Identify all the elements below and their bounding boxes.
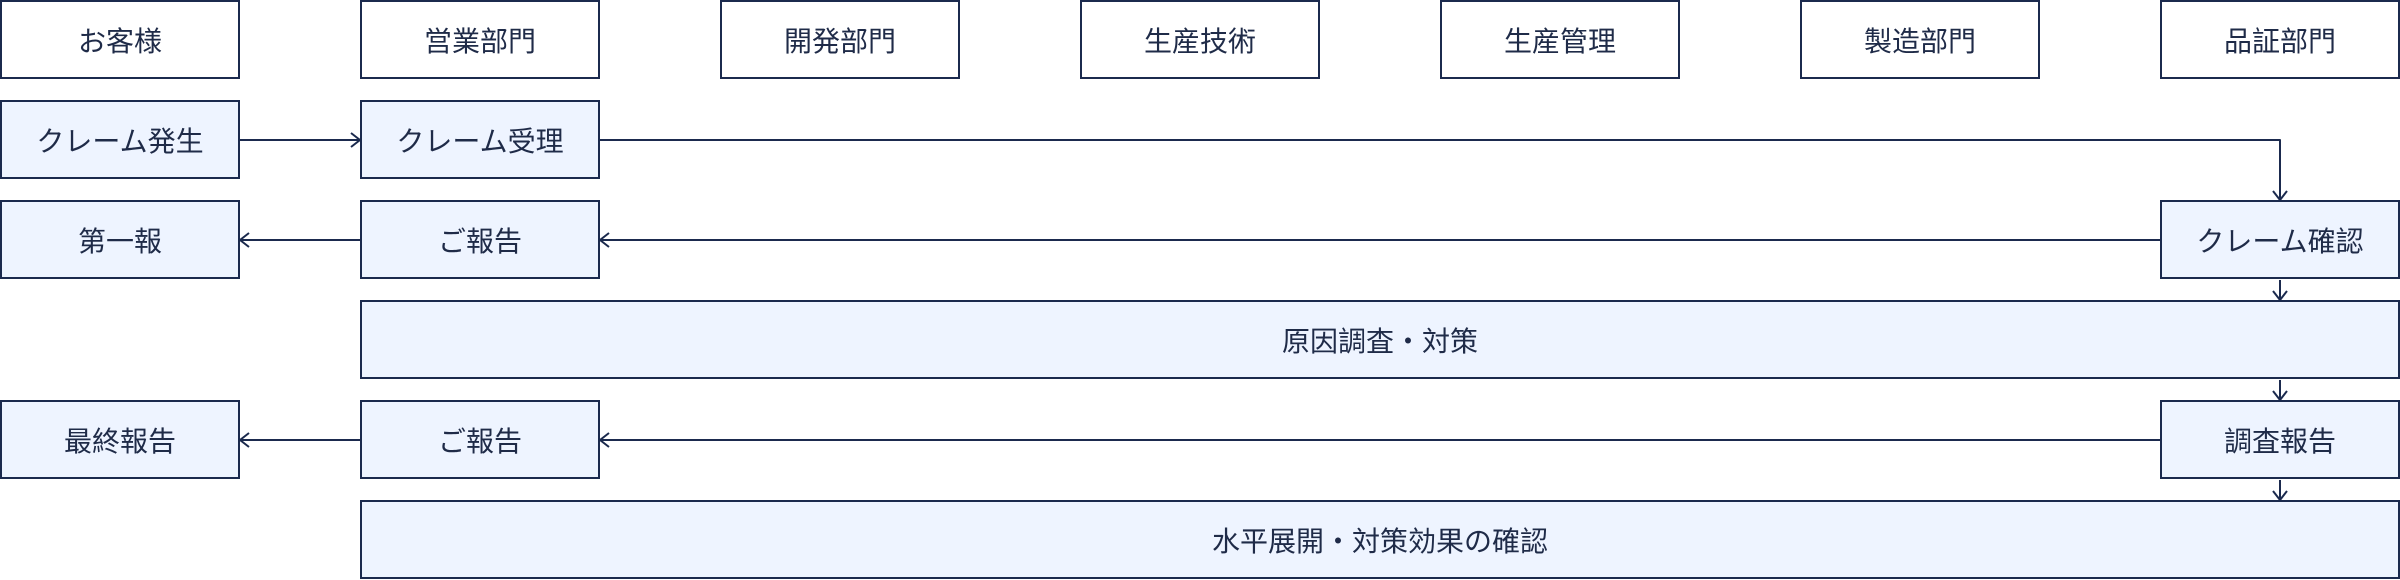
- arrowhead-horizontal-deployment: [2272, 490, 2288, 501]
- arrowhead-first-report: [239, 232, 250, 248]
- dept-production-engineering-header: 生産技術: [1080, 0, 1320, 79]
- step-claim-received: クレーム受理: [360, 100, 600, 179]
- dept-production-control-header: 生産管理: [1440, 0, 1680, 79]
- dept-manufacturing-header: 製造部門: [1800, 0, 2040, 79]
- dept-sales-header: 営業部門: [360, 0, 600, 79]
- arrowhead-claim-received: [350, 132, 361, 148]
- step-claim-occurred: クレーム発生: [0, 100, 240, 179]
- step-first-report: 第一報: [0, 200, 240, 279]
- arrowhead-report-to-customer-2: [599, 432, 610, 448]
- step-final-report: 最終報告: [0, 400, 240, 479]
- dept-development-header: 開発部門: [720, 0, 960, 79]
- step-horizontal-deployment: 水平展開・対策効果の確認: [360, 500, 2400, 579]
- arrowhead-claim-confirmation: [2272, 190, 2288, 201]
- dept-quality-assurance-header: 品証部門: [2160, 0, 2400, 79]
- arrowhead-cause-investigation: [2272, 290, 2288, 301]
- dept-customer-header: お客様: [0, 0, 240, 79]
- step-claim-confirmation: クレーム確認: [2160, 200, 2400, 279]
- step-report-to-customer-1: ご報告: [360, 200, 600, 279]
- arrowhead-final-report: [239, 432, 250, 448]
- step-cause-investigation: 原因調査・対策: [360, 300, 2400, 379]
- connector-claim-received-to-confirmation: [600, 139, 2281, 200]
- arrowhead-report-to-customer-1: [599, 232, 610, 248]
- step-investigation-report: 調査報告: [2160, 400, 2400, 479]
- step-report-to-customer-2: ご報告: [360, 400, 600, 479]
- arrowhead-investigation-report: [2272, 390, 2288, 401]
